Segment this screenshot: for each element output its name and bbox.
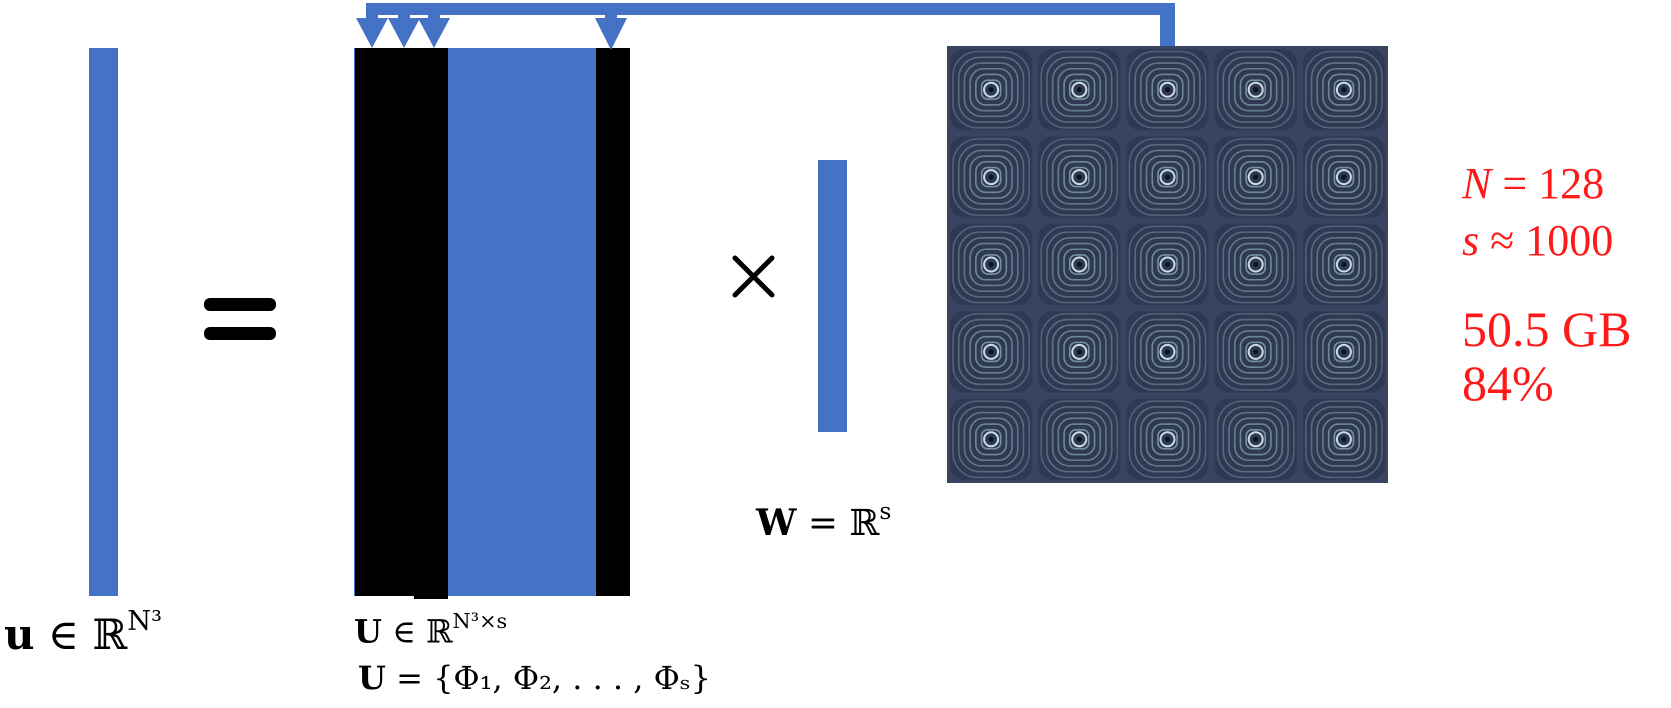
- U-column-black-1: [355, 48, 415, 596]
- vortex-snapshot-icon: [1214, 136, 1297, 218]
- vortex-snapshot-icon: [1126, 136, 1209, 218]
- vortex-snapshot-icon: [1214, 311, 1297, 393]
- stat-grid-size: N = 128: [1462, 159, 1605, 208]
- stat-memory: 50.5 GB: [1462, 301, 1632, 357]
- arrow-head-3: [418, 18, 450, 48]
- vortex-snapshot-icon: [950, 49, 1033, 131]
- equals-sign-bottom: [204, 327, 276, 340]
- stat-percent: 84%: [1462, 355, 1554, 411]
- stat-sample-count: s ≈ 1000: [1462, 216, 1614, 265]
- arrow-head-2: [388, 18, 420, 48]
- W-vector-bar: [818, 160, 847, 432]
- vortex-snapshot-icon: [1302, 136, 1385, 218]
- vortex-snapshot-icon: [1126, 398, 1209, 480]
- U-matrix-label: U ∈ ℝN³×s: [354, 608, 508, 651]
- vortex-snapshot-icon: [1302, 223, 1385, 306]
- U-column-black-3: [596, 48, 630, 596]
- vortex-snapshot-icon: [1214, 49, 1297, 131]
- vortex-snapshot-icon: [1214, 223, 1297, 306]
- arrow-head-1: [356, 18, 388, 48]
- vortex-snapshot-icon: [950, 311, 1033, 393]
- vortex-snapshot-icon: [1038, 223, 1121, 306]
- mapping-arrows: [356, 3, 1175, 53]
- vortex-snapshot-icon: [1038, 49, 1121, 131]
- vortex-snapshot-icon: [1126, 223, 1209, 306]
- W-vector-label: W = ℝs: [756, 496, 892, 545]
- equals-sign-top: [204, 298, 276, 311]
- U-column-black-2: [414, 48, 448, 599]
- vortex-snapshot-icon: [950, 223, 1033, 306]
- U-matrix: [354, 48, 630, 599]
- vortex-snapshot-icon: [1214, 398, 1297, 480]
- snapshot-tiles: [950, 49, 1385, 480]
- vortex-snapshot-icon: [1038, 398, 1121, 480]
- vortex-snapshot-icon: [1302, 49, 1385, 131]
- vortex-snapshot-icon: [1038, 136, 1121, 218]
- U-columns-label: U = {Φ₁, Φ₂, . . . , Φₛ}: [358, 659, 711, 697]
- vortex-snapshot-icon: [1302, 398, 1385, 480]
- vortex-snapshot-icon: [1126, 49, 1209, 131]
- u-vector-bar: [89, 48, 118, 596]
- vortex-snapshot-icon: [1302, 311, 1385, 393]
- vortex-snapshot-icon: [1126, 311, 1209, 393]
- vortex-snapshot-icon: [1038, 311, 1121, 393]
- vortex-snapshot-icon: [950, 136, 1033, 218]
- vortex-snapshot-icon: [950, 398, 1033, 480]
- times-operator: [732, 255, 775, 298]
- arrow-head-4: [595, 18, 627, 50]
- u-vector-label: u ∈ ℝN³: [4, 605, 163, 659]
